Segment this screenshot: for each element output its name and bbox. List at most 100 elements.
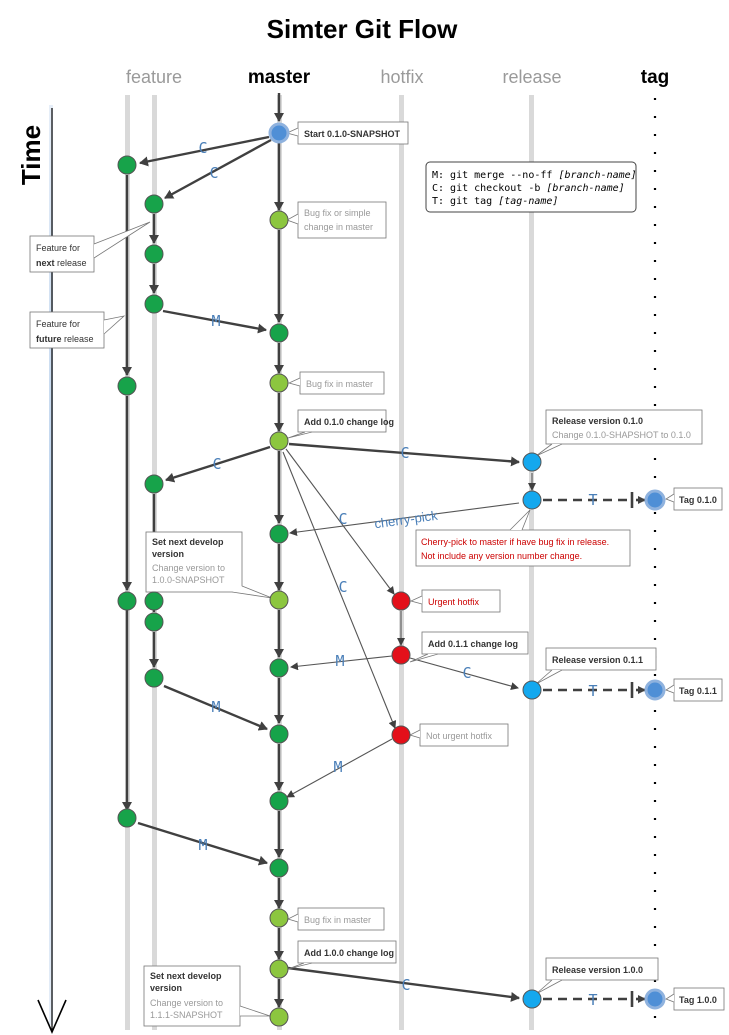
merge-edges: [137, 135, 520, 1002]
column-header-release: release: [502, 67, 561, 87]
feature-future-line23: future release: [36, 334, 94, 344]
callout-bugfix-2-text: Bug fix in master: [306, 379, 373, 389]
cherry-pick-label: cherry-pick: [373, 508, 439, 532]
callout-changelog-100-text: Add 1.0.0 change log: [304, 948, 394, 958]
commit-tag-011: [644, 679, 666, 701]
commit-release: [522, 680, 542, 700]
callout-release-010: [545, 409, 703, 445]
edge-letter-merge: M: [198, 836, 207, 854]
edge-letter-checkout: C: [401, 976, 410, 994]
edge-letters: C C M C C C C M C M M M C T T T: [198, 139, 597, 1009]
commit-release: [522, 490, 542, 510]
callout-changelog-100: [297, 940, 397, 964]
commit-master: [269, 323, 289, 343]
legend-merge: M: git merge --no-ff [branch-name]: [432, 170, 637, 181]
commit-feature-a: [117, 155, 137, 175]
commit-tag-100: [644, 988, 666, 1010]
edge-letter-merge: M: [211, 312, 220, 330]
callouts: Start 0.1.0-SNAPSHOT Bug fix or simple c…: [29, 121, 725, 1027]
commit-feature-b: [144, 294, 164, 314]
tag-edge-ends: [630, 492, 646, 1007]
commit-feature-b: [144, 591, 164, 611]
edge-letter-checkout: C: [209, 164, 218, 182]
callout-bugfix-1-line1: Bug fix or simple: [304, 208, 371, 218]
edge-letter-tag: T: [588, 491, 597, 509]
commit-hotfix: [391, 591, 411, 611]
thin-edges: [282, 448, 536, 798]
commit-master-light: [269, 1007, 289, 1027]
commit-master-light: [269, 590, 289, 610]
commit-master-light: [269, 908, 289, 928]
edge-letter-merge: M: [335, 652, 344, 670]
callout-next-dev-1-line1: Set next develop: [152, 537, 224, 547]
callout-tag-100-text: Tag 1.0.0: [679, 995, 717, 1005]
commit-tag-010: [644, 489, 666, 511]
edge-letter-checkout: C: [198, 139, 207, 157]
callout-next-dev-2: [143, 965, 241, 1027]
edge-letter-tag: T: [588, 991, 597, 1009]
edge-letter-checkout: C: [400, 444, 409, 462]
column-header-tag: tag: [641, 67, 670, 88]
edge-letter-checkout: C: [212, 455, 221, 473]
edge-letter-tag: T: [588, 682, 597, 700]
legend-tag: T: git tag [tag-name]: [432, 196, 558, 207]
callout-bugfix-1: [297, 201, 387, 239]
legend-box: M: git merge --no-ff [branch-name] C: gi…: [425, 161, 637, 213]
callout-tag-011-text: Tag 0.1.1: [679, 686, 717, 696]
commit-start: [268, 122, 290, 144]
callout-release-100-text: Release version 1.0.0: [552, 965, 643, 975]
column-header-feature: feature: [126, 67, 182, 87]
commit-feature-b: [144, 668, 164, 688]
callout-tag-010-text: Tag 0.1.0: [679, 495, 717, 505]
callout-release-100: [545, 957, 659, 981]
callout-bugfix-1-line2: change in master: [304, 222, 373, 232]
commit-master: [269, 724, 289, 744]
callout-changelog-011: [421, 631, 529, 655]
commit-hotfix: [391, 645, 411, 665]
edge-letter-merge: M: [211, 698, 220, 716]
callout-not-urgent-text: Not urgent hotfix: [426, 731, 493, 741]
callout-next-dev-2-line1: Set next develop: [150, 971, 222, 981]
cherry-pick-note-line1: Cherry-pick to master if have bug fix in…: [421, 537, 609, 547]
commit-feature-b: [144, 244, 164, 264]
callout-changelog-010: [297, 409, 387, 433]
commit-nodes: [117, 122, 666, 1027]
cherry-pick-note-line2: Not include any version number change.: [421, 551, 582, 561]
callout-urgent-hotfix-text: Urgent hotfix: [428, 597, 480, 607]
callout-changelog-011-text: Add 0.1.1 change log: [428, 639, 518, 649]
callout-next-dev-1-line3: Change version to: [152, 563, 225, 573]
callout-release-010-title: Release version 0.1.0: [552, 416, 643, 426]
commit-master: [269, 658, 289, 678]
edge-letter-checkout: C: [338, 510, 347, 528]
feature-future-line1: Feature for: [36, 319, 80, 329]
tag-edges: [543, 498, 628, 1001]
commit-feature-a: [117, 376, 137, 396]
commit-feature-b: [144, 474, 164, 494]
diagram-title: Simter Git Flow: [267, 14, 458, 44]
time-track: [49, 105, 53, 1025]
callout-cherry-pick-note: [415, 529, 631, 567]
commit-feature-b: [144, 612, 164, 632]
column-header-master: master: [248, 67, 311, 88]
time-label: Time: [16, 125, 46, 185]
commit-feature-a: [117, 808, 137, 828]
callout-release-010-sub: Change 0.1.0-SHAPSHOT to 0.1.0: [552, 430, 691, 440]
callout-next-dev-1-line4: 1.0.0-SNAPSHOT: [152, 575, 225, 585]
callout-bugfix-3-text: Bug fix in master: [304, 915, 371, 925]
callout-changelog-010-text: Add 0.1.0 change log: [304, 417, 394, 427]
callout-start-text: Start 0.1.0-SNAPSHOT: [304, 129, 401, 139]
commit-master-light: [269, 373, 289, 393]
callout-next-dev-2-line4: 1.1.1-SNAPSHOT: [150, 1010, 223, 1020]
feature-next-line23: next release: [36, 258, 87, 268]
legend-frame: [425, 161, 637, 213]
callout-next-dev-1: [145, 531, 243, 593]
lane-hotfix: [399, 95, 404, 1030]
commit-master-light: [269, 431, 289, 451]
callout-feature-next: [29, 235, 95, 273]
commit-master-light: [269, 210, 289, 230]
column-header-hotfix: hotfix: [380, 67, 423, 87]
edge-letter-checkout: C: [338, 578, 347, 596]
commit-release: [522, 989, 542, 1009]
callout-release-011-text: Release version 0.1.1: [552, 655, 643, 665]
